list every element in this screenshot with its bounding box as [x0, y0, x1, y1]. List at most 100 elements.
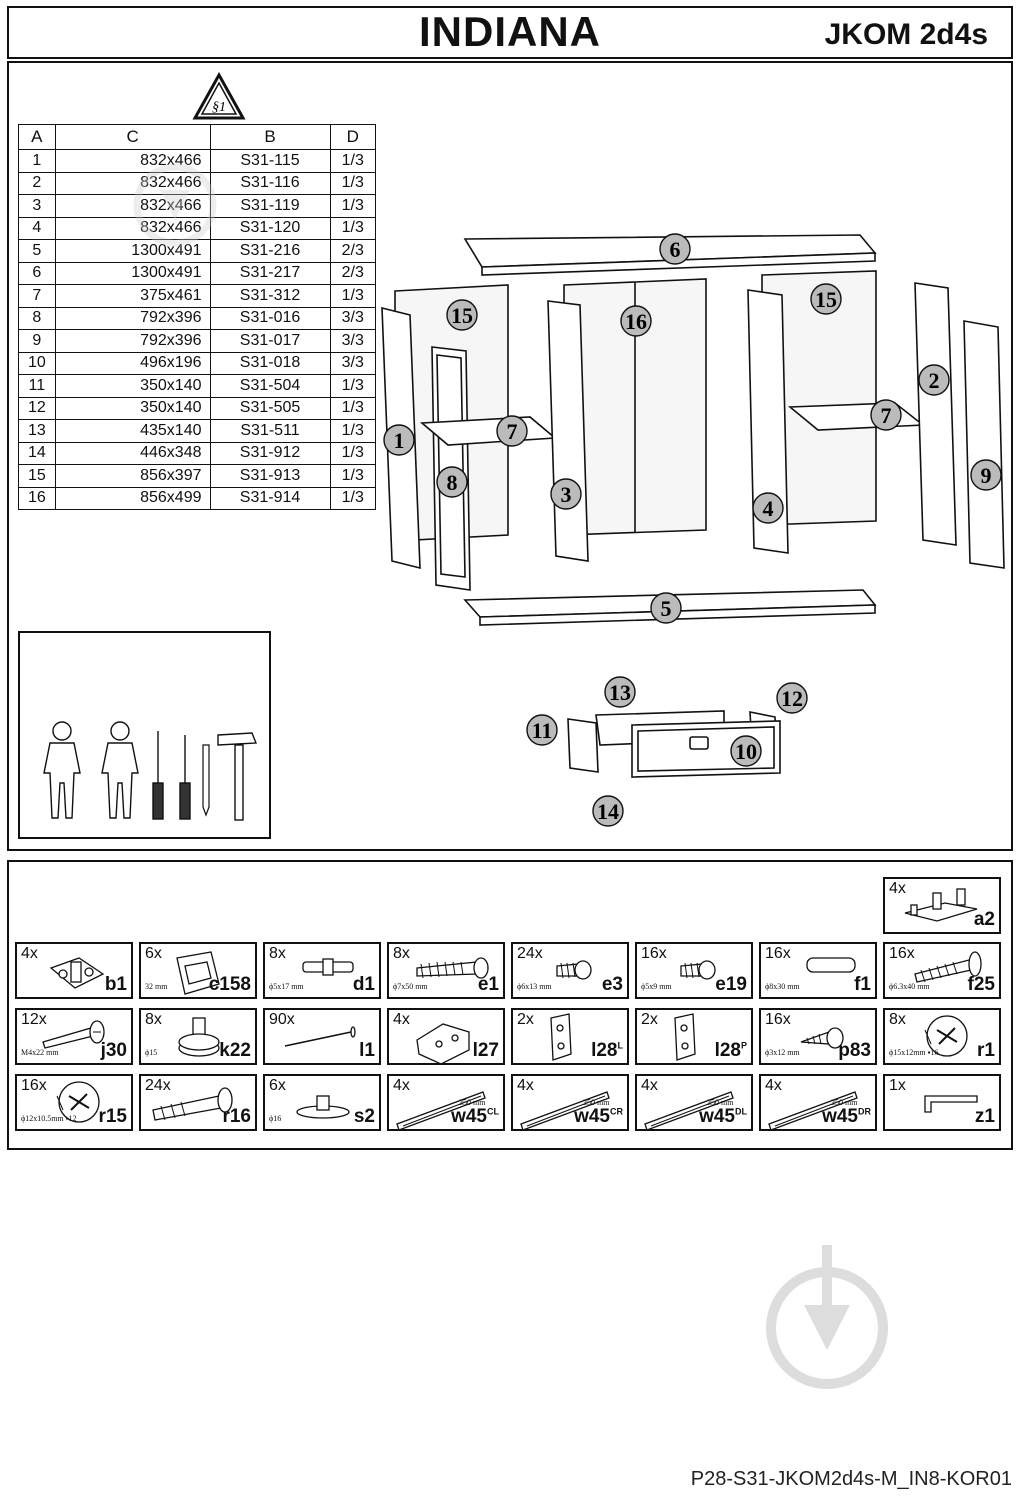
table-cell: 832x466	[54, 194, 211, 218]
table-cell: S31-914	[209, 486, 331, 510]
hardware-quantity: 4x	[21, 945, 38, 962]
hardware-code: r16	[222, 1106, 251, 1127]
callout-number: 12	[781, 686, 803, 711]
hardware-quantity: 2x	[517, 1011, 534, 1028]
part-callout: 1	[383, 424, 415, 456]
part-callout: 4	[752, 492, 784, 524]
part-callout: 13	[604, 676, 636, 708]
pencil-icon	[202, 744, 210, 817]
table-cell: 14	[18, 441, 56, 465]
hardware-dimension: ϕ15	[145, 1048, 158, 1057]
warning-label: §1	[212, 100, 226, 115]
table-cell: 1/3	[329, 216, 377, 240]
watermark-logo-icon	[133, 163, 217, 247]
short-screw-icon	[556, 960, 592, 980]
callout-number: 16	[625, 309, 647, 334]
table-cell: 1/3	[329, 171, 377, 195]
table-cell: 832x466	[54, 171, 211, 195]
dowel-icon	[806, 957, 856, 973]
table-cell: 2/3	[329, 239, 377, 263]
part-callout: 3	[550, 478, 582, 510]
hardware-dimension: ϕ6.3x40 mm	[889, 982, 930, 991]
table-cell: S31-511	[209, 419, 331, 443]
table-cell: 1/3	[329, 396, 377, 420]
callout-number: 11	[532, 718, 553, 743]
table-cell: S31-913	[209, 464, 331, 488]
callout-number: 4	[763, 496, 774, 521]
hardware-code: r15	[98, 1106, 127, 1127]
hardware-quantity: 16x	[765, 945, 791, 962]
hardware-quantity: 24x	[517, 945, 543, 962]
product-title: INDIANA	[419, 8, 601, 55]
callout-number: 2	[929, 368, 940, 393]
cam-lock-icon	[56, 1081, 100, 1123]
table-cell: 3/3	[329, 329, 377, 353]
hardware-quantity: 4x	[889, 880, 906, 897]
table-cell: 2/3	[329, 261, 377, 285]
tools-illustration	[43, 721, 258, 821]
callout-number: 13	[609, 680, 631, 705]
hardware-quantity: 6x	[269, 1077, 286, 1094]
cam-lock-icon	[924, 1015, 968, 1057]
table-cell: 3/3	[329, 351, 377, 375]
callout-number: 7	[507, 419, 518, 444]
column-header-d: D	[329, 124, 377, 150]
handle-icon	[176, 951, 220, 995]
table-cell: 2	[18, 171, 56, 195]
table-cell: 496x196	[54, 351, 211, 375]
hardware-quantity: 4x	[641, 1077, 658, 1094]
foot-icon	[178, 1017, 220, 1057]
table-cell: S31-115	[209, 149, 331, 173]
part-callout: 15	[446, 299, 478, 331]
callout-number: 5	[661, 596, 672, 621]
table-cell: 11	[18, 374, 56, 398]
table-cell: 1/3	[329, 284, 377, 308]
hardware-code: w45DL	[699, 1106, 747, 1127]
hardware-dimension: 350 mm	[459, 1098, 486, 1107]
warning-triangle-icon: §1	[192, 72, 246, 120]
hardware-code: w45CL	[451, 1106, 499, 1127]
table-cell: 12	[18, 396, 56, 420]
hardware-code: k22	[219, 1040, 251, 1061]
callout-number: 1	[394, 428, 405, 453]
table-cell: 350x140	[54, 374, 211, 398]
hardware-code: d1	[352, 974, 375, 995]
table-cell: 13	[18, 419, 56, 443]
callout-number: 14	[597, 799, 619, 824]
table-cell: S31-216	[209, 239, 331, 263]
hardware-code: c158	[208, 974, 251, 995]
hardware-quantity: 16x	[889, 945, 915, 962]
hardware-dimension: ϕ12x10.5mm ▪12	[21, 1114, 77, 1123]
part-callout: 14	[592, 795, 624, 827]
drawer-slide-icon	[396, 1091, 486, 1129]
part-callout: 10	[730, 735, 762, 767]
table-cell: S31-217	[209, 261, 331, 285]
part-callout: 16	[620, 305, 652, 337]
table-cell: 792x396	[54, 306, 211, 330]
table-cell: 856x397	[54, 464, 211, 488]
part-callout: 9	[970, 459, 1002, 491]
part-callout: 7	[496, 415, 528, 447]
table-cell: 375x461	[54, 284, 211, 308]
hardware-quantity: 24x	[145, 1077, 171, 1094]
assembly-panel	[7, 61, 1013, 851]
